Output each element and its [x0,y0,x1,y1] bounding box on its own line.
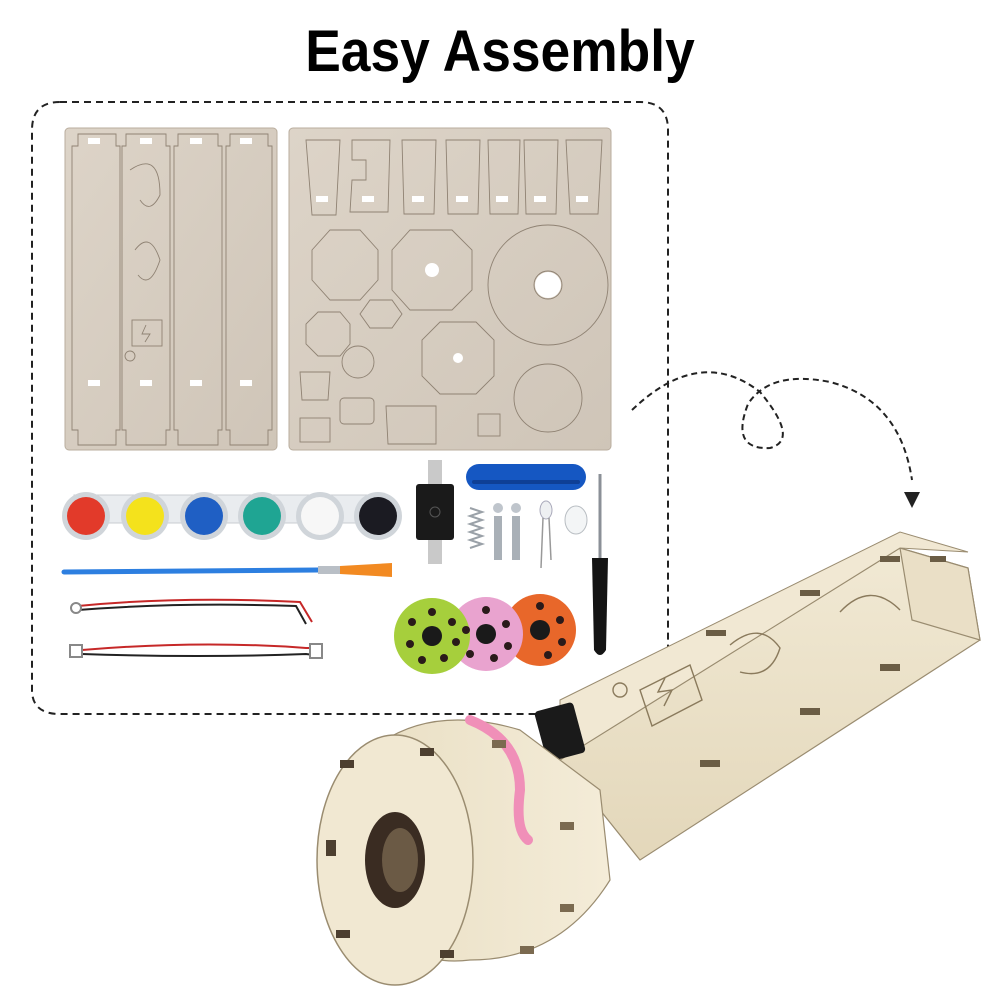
pink-band [465,715,533,845]
paint-pot-black [354,492,402,540]
paint-pot-white [296,492,344,540]
wires [69,598,323,659]
paint-pot-red [62,492,110,540]
paint-brush [61,563,392,577]
arrow-head [904,492,920,508]
hardware [466,500,588,569]
projector-switch [534,702,586,762]
paint-pot-blue [180,492,228,540]
dashed-arrow [631,371,913,481]
page-title: Easy Assembly [305,19,695,84]
switch-component [416,460,454,564]
blue-strap [466,464,586,490]
paint-pots [62,492,402,540]
paint-pot-yellow [121,492,169,540]
assembled-projector [316,531,981,986]
pattern-discs [394,594,576,674]
disc-orange [504,594,576,666]
wood-sheet-left [64,127,278,451]
disc-green [394,598,470,674]
wood-sheet-right [288,127,612,451]
paint-pot-teal [238,492,286,540]
screwdriver [592,474,608,655]
